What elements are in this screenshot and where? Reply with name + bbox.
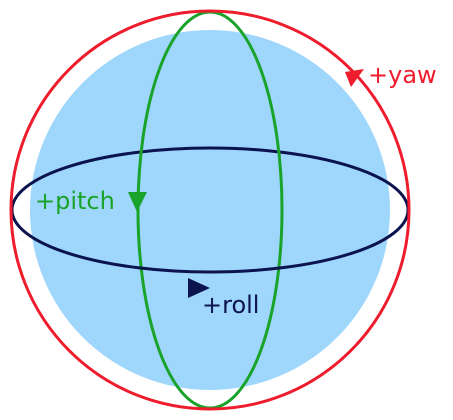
roll-label: +roll [202,291,259,319]
yaw-label: +yaw [368,61,437,89]
roll-ring-back [10,146,410,211]
roll-ring-front [10,209,410,274]
sphere [30,30,390,390]
roll-arrow-icon [188,278,210,298]
yaw-ring [9,9,411,411]
pitch-arrow-icon [128,192,147,212]
pitch-label: +pitch [35,187,115,215]
yaw-arrow-icon [345,69,364,87]
